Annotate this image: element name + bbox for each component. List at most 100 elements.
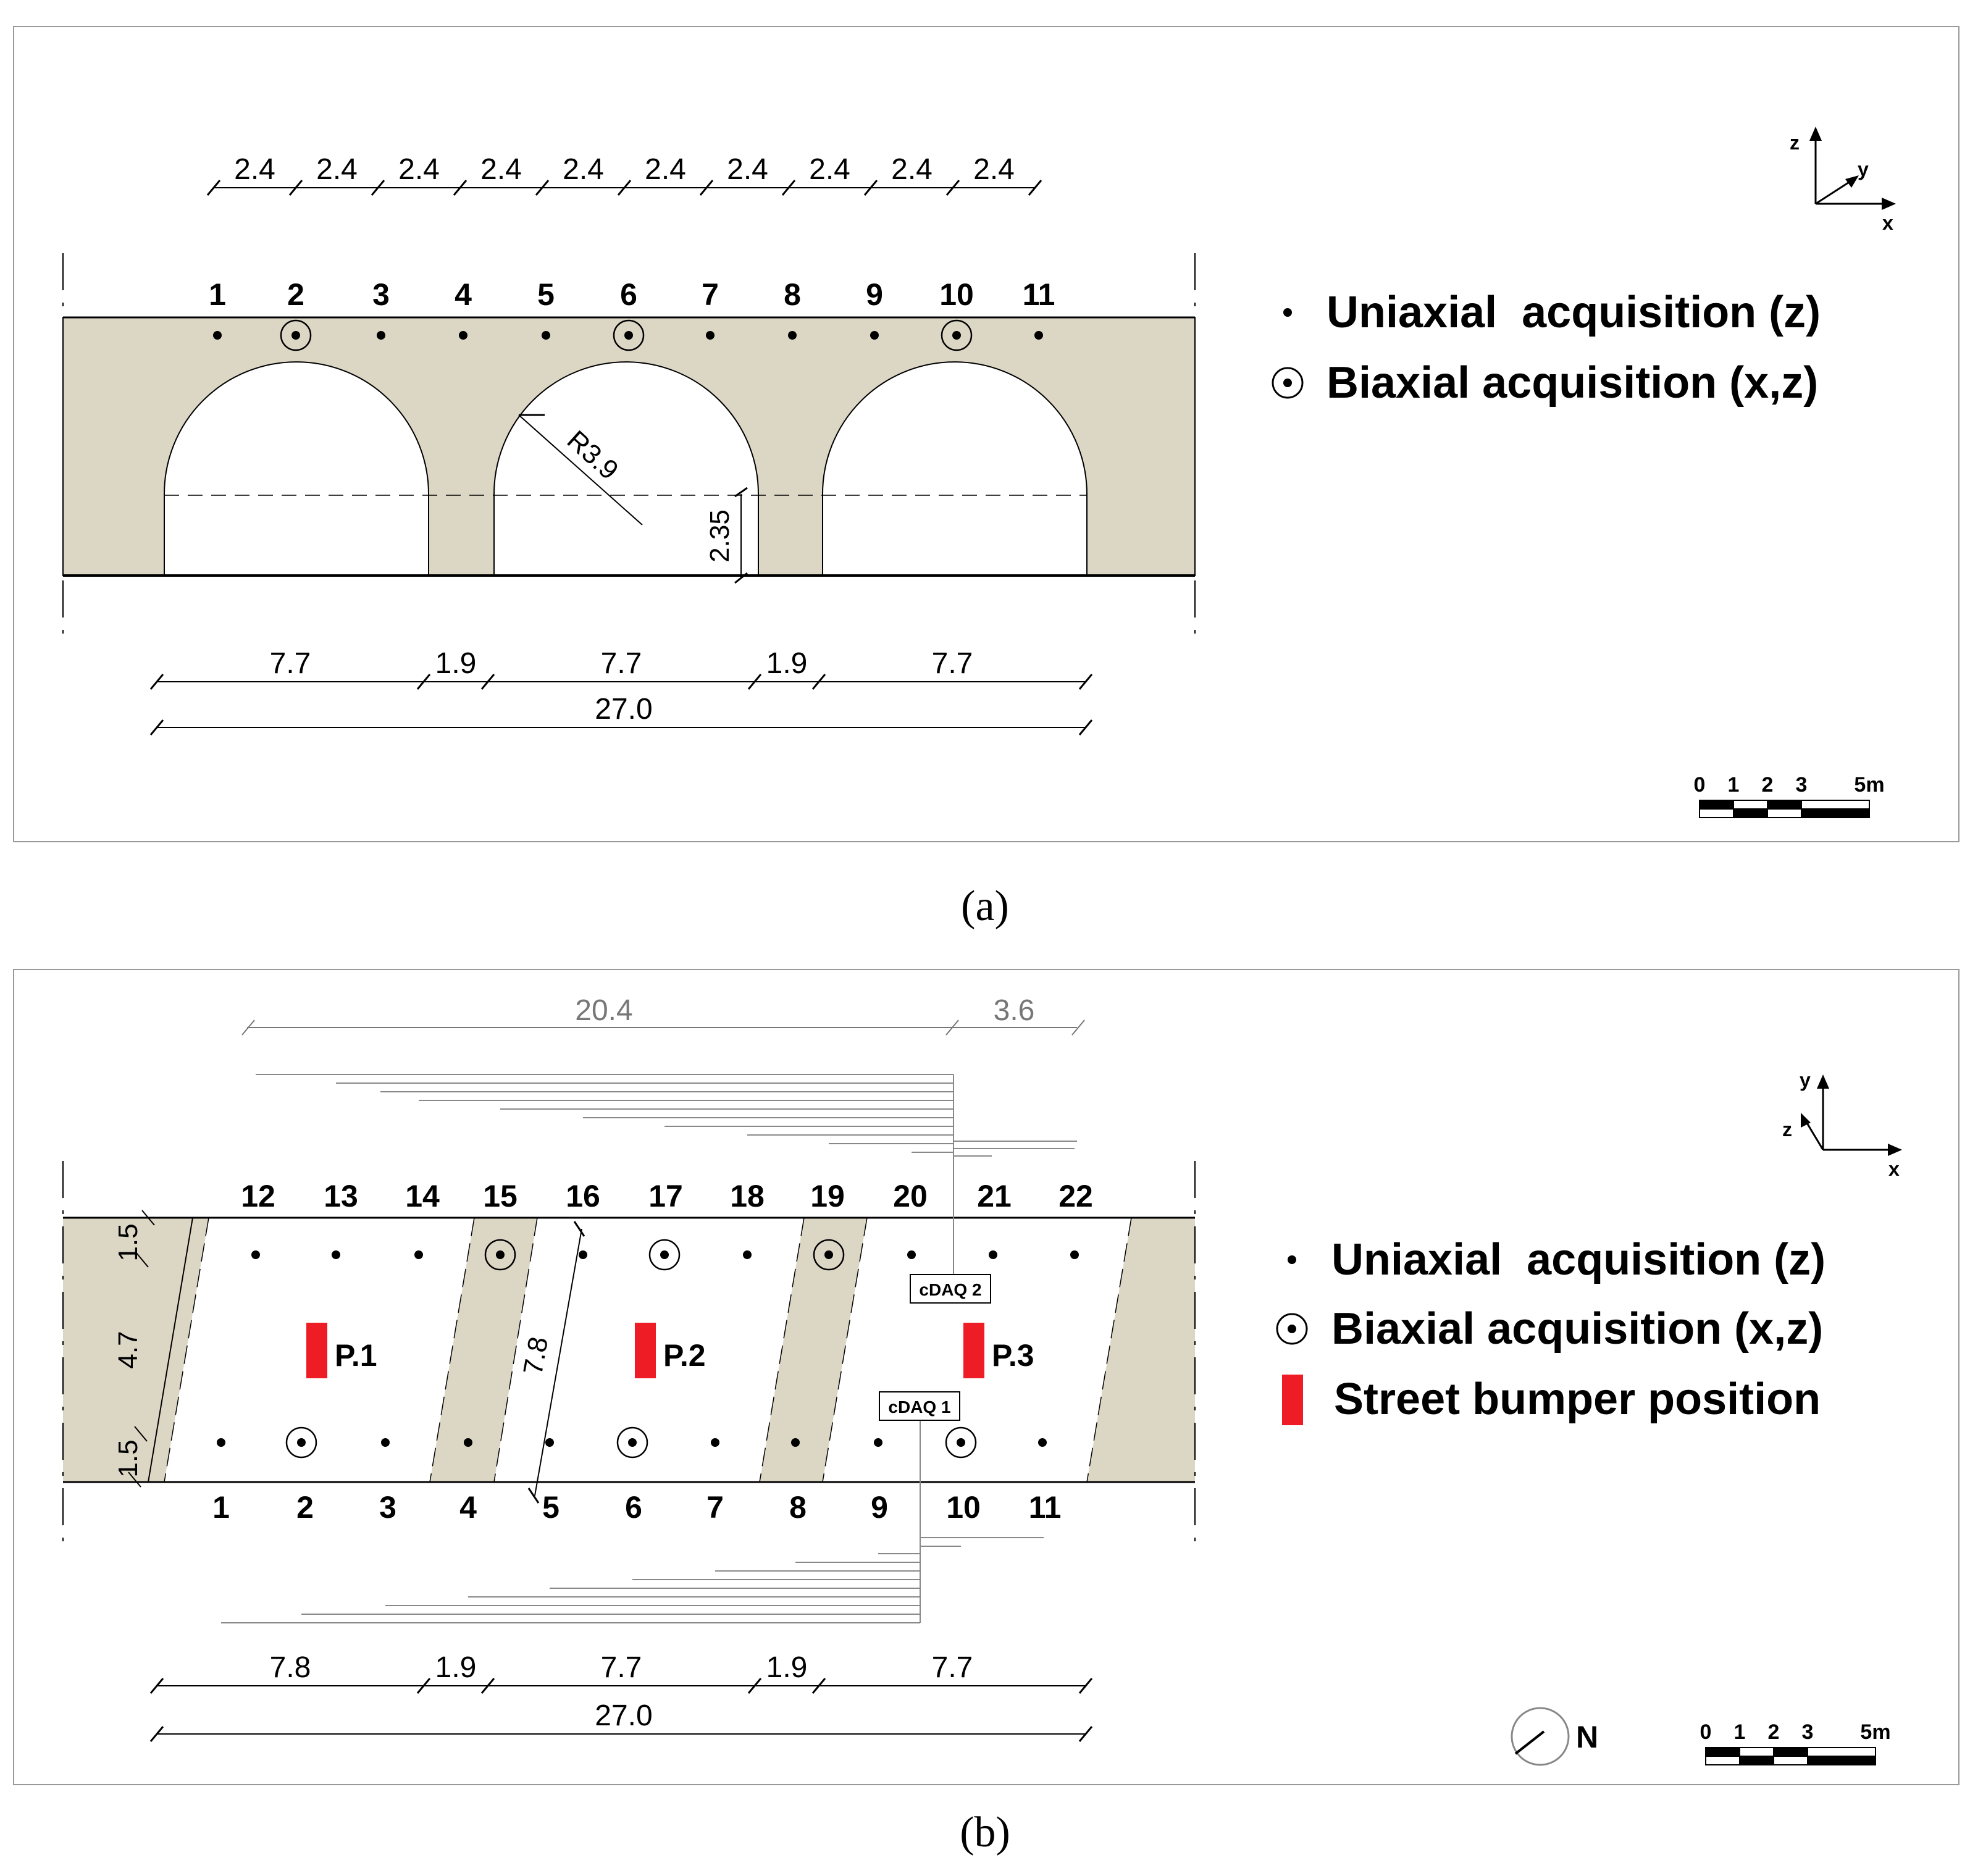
sensor-11 xyxy=(1034,331,1043,340)
axis-y-label: y xyxy=(1858,158,1869,180)
sensor-15-ring xyxy=(484,1239,516,1271)
sensor-5-b xyxy=(545,1438,554,1447)
north-label: N xyxy=(1576,1720,1598,1754)
scale-block-bottom xyxy=(1733,808,1768,818)
total-dim-label: 27.0 xyxy=(595,693,652,726)
legend-b-biaxial-label: Biaxial acquisition (x,z) xyxy=(1331,1304,1823,1354)
radius-line xyxy=(518,414,643,526)
dim-tick xyxy=(149,674,164,690)
sensor-21 xyxy=(989,1250,997,1259)
top-dim-tick xyxy=(206,180,221,196)
top-dim-tick xyxy=(699,180,714,196)
sensor-label: 7 xyxy=(706,1490,724,1525)
cdaq-2: cDAQ 2 xyxy=(910,1274,991,1304)
top-dim-label: 2.4 xyxy=(480,153,522,186)
axis-x-label-b: x xyxy=(1888,1158,1900,1180)
sensor-label: 11 xyxy=(1029,1490,1062,1525)
scale-label: 0 xyxy=(1700,1720,1712,1744)
sensor-3 xyxy=(377,331,385,340)
dim-tick xyxy=(1078,1678,1093,1694)
legend-a: Uniaxial acquisition (z) Biaxial acquisi… xyxy=(1272,288,1821,408)
panel-b: 1.5 4.7 1.5 7.8 20.4 3.6 cDAQ 2 cDAQ 1 xyxy=(13,969,1960,1856)
scale-block-bottom xyxy=(1699,808,1734,818)
sensor-5 xyxy=(542,331,550,340)
scale-label: 1 xyxy=(1734,1720,1746,1744)
bumper-symbol xyxy=(1282,1375,1303,1425)
dim-label: 7.7 xyxy=(932,1651,973,1684)
diagonal-dim-line xyxy=(534,1228,582,1496)
dim-label: 1.9 xyxy=(766,1651,808,1684)
dim-tick xyxy=(747,674,762,690)
panel-b-frame xyxy=(13,969,1960,1785)
cable-fan-top xyxy=(256,1074,1077,1275)
bumper-marker xyxy=(635,1323,656,1378)
sensor-6-b-ring xyxy=(616,1426,648,1459)
sensor-17-ring xyxy=(648,1239,681,1271)
sensor-label: 19 xyxy=(810,1179,845,1213)
dim-label: 7.7 xyxy=(932,647,973,680)
sensor-8 xyxy=(788,331,797,340)
sensor-label: 15 xyxy=(483,1179,518,1213)
total-dim-tick xyxy=(149,719,164,735)
top-dim-label: 2.4 xyxy=(398,153,440,186)
bumper-label: P.2 xyxy=(663,1338,706,1373)
sensor-label: 20 xyxy=(893,1179,928,1213)
scale-block-bottom xyxy=(1767,808,1802,818)
sensor-17 xyxy=(660,1250,669,1259)
sensor-label: 5 xyxy=(542,1490,560,1525)
sensor-label: 18 xyxy=(730,1179,765,1213)
scale-block-top xyxy=(1801,800,1870,810)
total-dim-tick xyxy=(1078,719,1093,735)
sensor-label: 14 xyxy=(405,1179,440,1213)
sensor-13 xyxy=(332,1250,340,1259)
bumper-label: P.1 xyxy=(335,1338,377,1373)
scale-block-top xyxy=(1807,1747,1876,1757)
height-tick-top xyxy=(734,487,748,498)
top-dim-label: 2.4 xyxy=(563,153,604,186)
sensor-label: 10 xyxy=(946,1490,981,1525)
bumper-marker xyxy=(963,1323,984,1378)
north-arrow: N xyxy=(1511,1707,1598,1766)
top-dim-tick xyxy=(617,180,632,196)
axis-y-label-b: y xyxy=(1800,1069,1811,1091)
dim-label: 7.8 xyxy=(270,1651,311,1684)
sensor-3-b xyxy=(381,1438,390,1447)
total-dim-tick xyxy=(149,1726,164,1742)
dim-label: 1.9 xyxy=(435,1651,477,1684)
scale-label: 1 xyxy=(1728,773,1740,797)
sensor-12 xyxy=(251,1250,260,1259)
panel-a-frame xyxy=(13,26,1960,842)
sensor-label: 8 xyxy=(789,1490,807,1525)
sensor-6 xyxy=(624,331,633,340)
sensor-label: 2 xyxy=(287,277,304,312)
sensor-label: 1 xyxy=(212,1490,230,1525)
sensor-label: 21 xyxy=(977,1179,1012,1213)
total-dim-label: 27.0 xyxy=(595,1699,652,1732)
uniaxial-symbol xyxy=(1283,308,1292,317)
scale-block-top xyxy=(1739,1747,1774,1757)
caption-a: (a) xyxy=(961,882,1009,930)
side-dimension-chain xyxy=(128,1210,193,1488)
dim-tick xyxy=(1078,674,1093,690)
sensor-label: 3 xyxy=(379,1490,396,1525)
sensor-7 xyxy=(706,331,715,340)
sensor-label: 10 xyxy=(939,277,974,312)
dim-tick xyxy=(416,674,431,690)
legend-b-uniaxial-label: Uniaxial acquisition (z) xyxy=(1331,1235,1825,1284)
sensor-2-b-ring xyxy=(285,1426,317,1459)
dim-tick xyxy=(747,1678,762,1694)
sensor-2 xyxy=(291,331,300,340)
top-dim-b-1: 20.4 xyxy=(575,994,632,1027)
sensor-label: 11 xyxy=(1023,277,1055,312)
dim-label: 7.7 xyxy=(601,1651,642,1684)
sensor-label: 9 xyxy=(871,1490,888,1525)
total-dim-tick xyxy=(1078,1726,1093,1742)
axis-x-label: x xyxy=(1882,212,1893,234)
dim-tick xyxy=(811,674,826,690)
sensor-label: 22 xyxy=(1058,1179,1093,1213)
sensor-9-b xyxy=(874,1438,882,1447)
